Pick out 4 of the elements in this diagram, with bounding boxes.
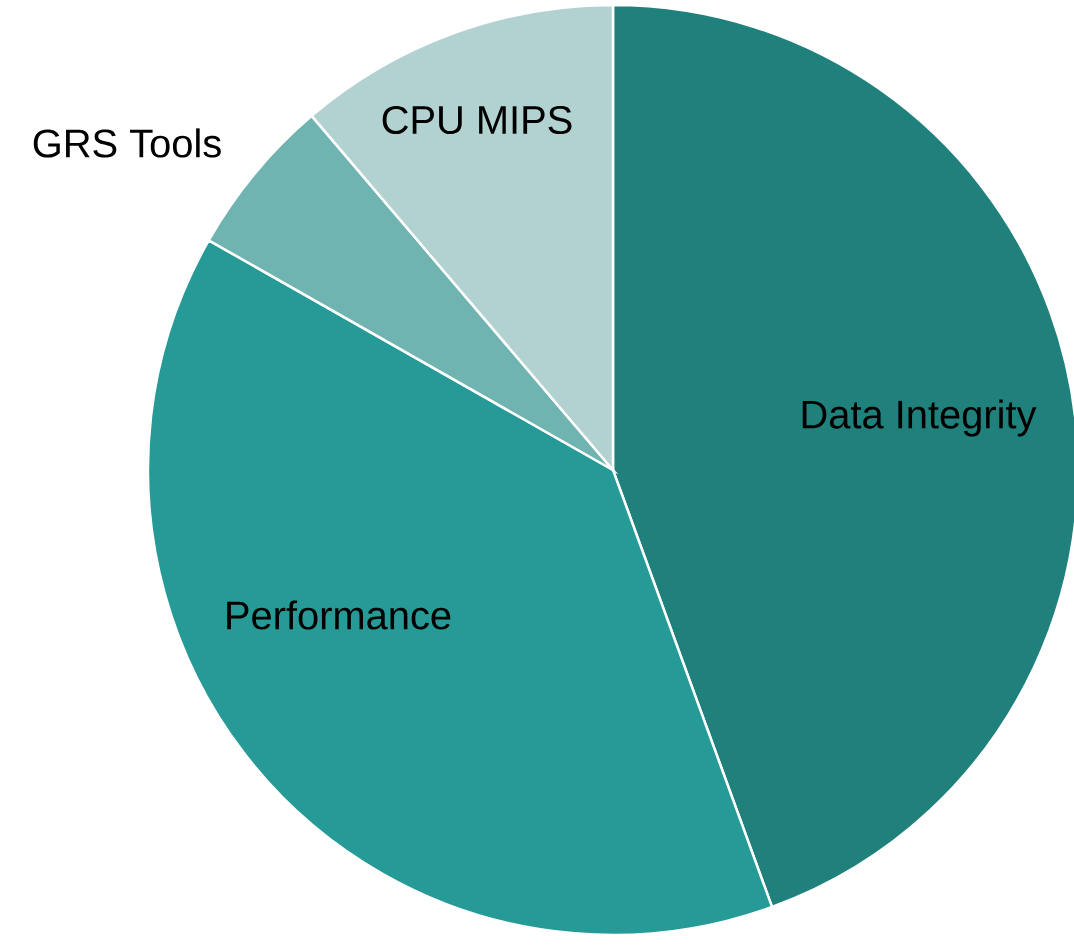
slice-label: Performance (227, 600, 451, 630)
slice-label: Data Integrity (802, 399, 1037, 437)
slice-label: CPU MIPS (382, 105, 572, 135)
slice-label: GRS Tools (33, 128, 221, 158)
